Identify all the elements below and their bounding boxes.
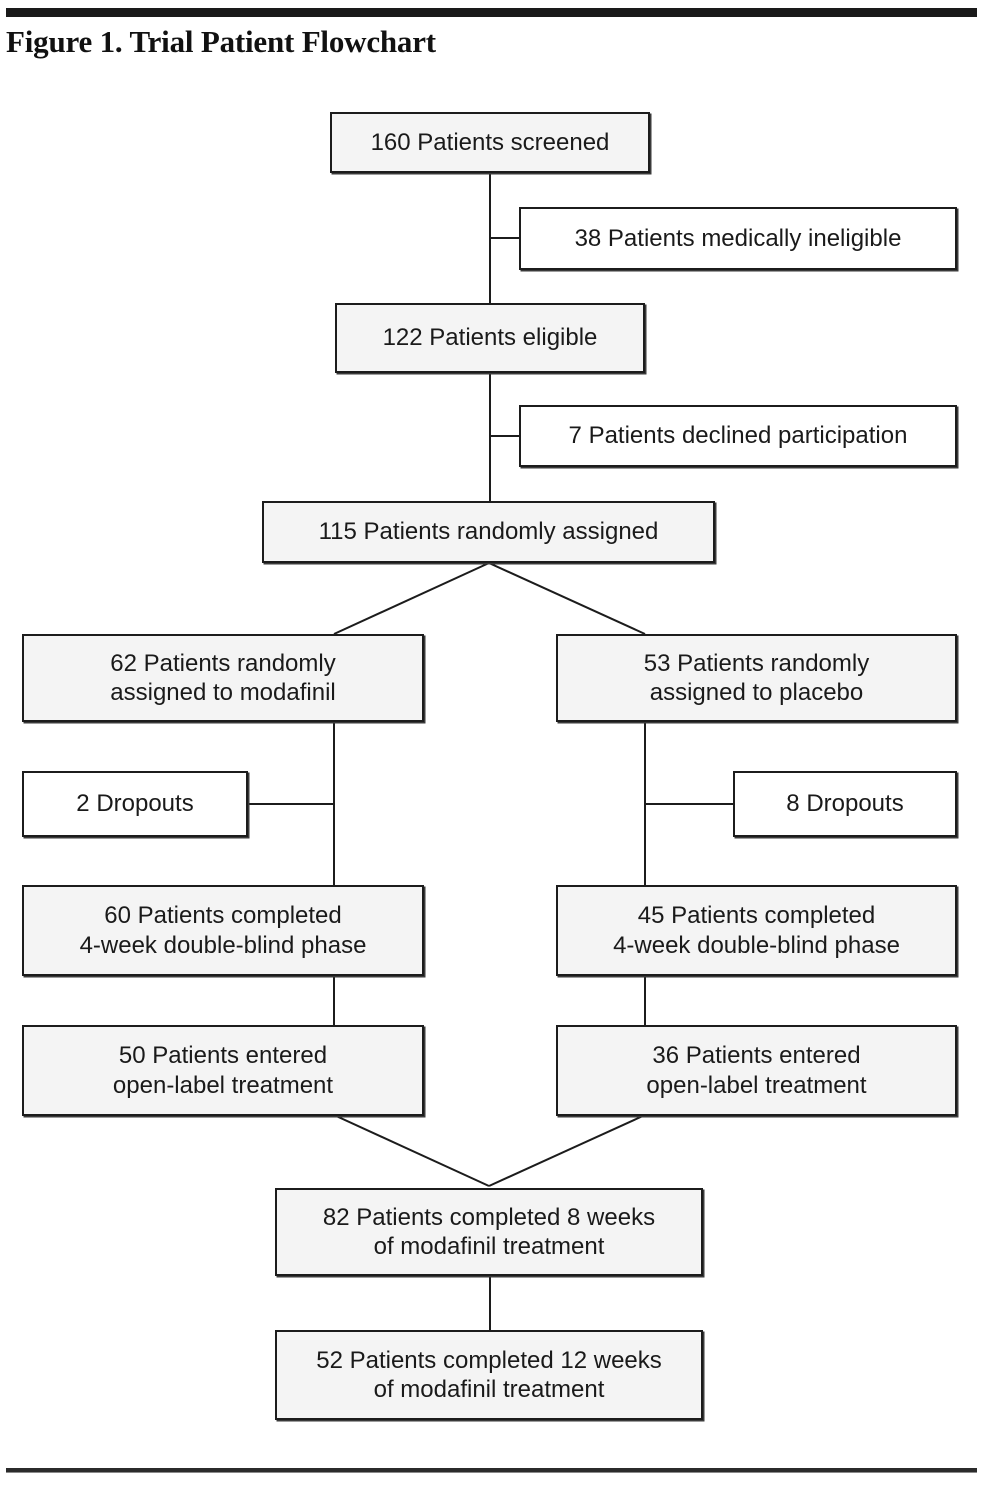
node-modafinil-arm: 62 Patients randomly assigned to modafin… <box>22 634 424 722</box>
node-screened: 160 Patients screened <box>330 112 650 173</box>
node-openlabel-modafinil: 50 Patients entered open-label treatment <box>22 1025 424 1116</box>
node-completed-8-weeks: 82 Patients completed 8 weeks of modafin… <box>275 1188 703 1276</box>
node-eligible: 122 Patients eligible <box>335 303 645 373</box>
node-completed-doubleblind-modafinil: 60 Patients completed 4-week double-blin… <box>22 885 424 976</box>
node-openlabel-placebo: 36 Patients entered open-label treatment <box>556 1025 957 1116</box>
node-declined-participation: 7 Patients declined participation <box>519 405 957 467</box>
node-completed-12-weeks: 52 Patients completed 12 weeks of modafi… <box>275 1330 703 1420</box>
connector-randomization-split <box>333 562 646 635</box>
node-dropouts-modafinil: 2 Dropouts <box>22 771 248 837</box>
node-completed-doubleblind-placebo: 45 Patients completed 4-week double-blin… <box>556 885 957 976</box>
connector-openlabel-merge <box>333 1114 646 1187</box>
connector-placebo-to-dropouts <box>644 803 735 805</box>
page-title: Figure 1. Trial Patient Flowchart <box>6 24 436 59</box>
connector-completed-right-to-openlabel <box>644 975 646 1025</box>
connector-completed-left-to-openlabel <box>333 975 335 1025</box>
connector-week8-to-week12 <box>489 1275 491 1330</box>
node-randomly-assigned: 115 Patients randomly assigned <box>262 501 715 563</box>
node-medically-ineligible: 38 Patients medically ineligible <box>519 207 957 270</box>
connector-eligible-to-randomized <box>489 371 491 503</box>
top-rule <box>6 8 977 17</box>
bottom-rule <box>6 1468 977 1473</box>
connector-eligible-to-declined <box>489 435 521 437</box>
connector-modafinil-to-dropouts <box>246 803 335 805</box>
node-placebo-arm: 53 Patients randomly assigned to placebo <box>556 634 957 722</box>
node-dropouts-placebo: 8 Dropouts <box>733 771 957 837</box>
connector-screened-to-ineligible <box>489 237 521 239</box>
